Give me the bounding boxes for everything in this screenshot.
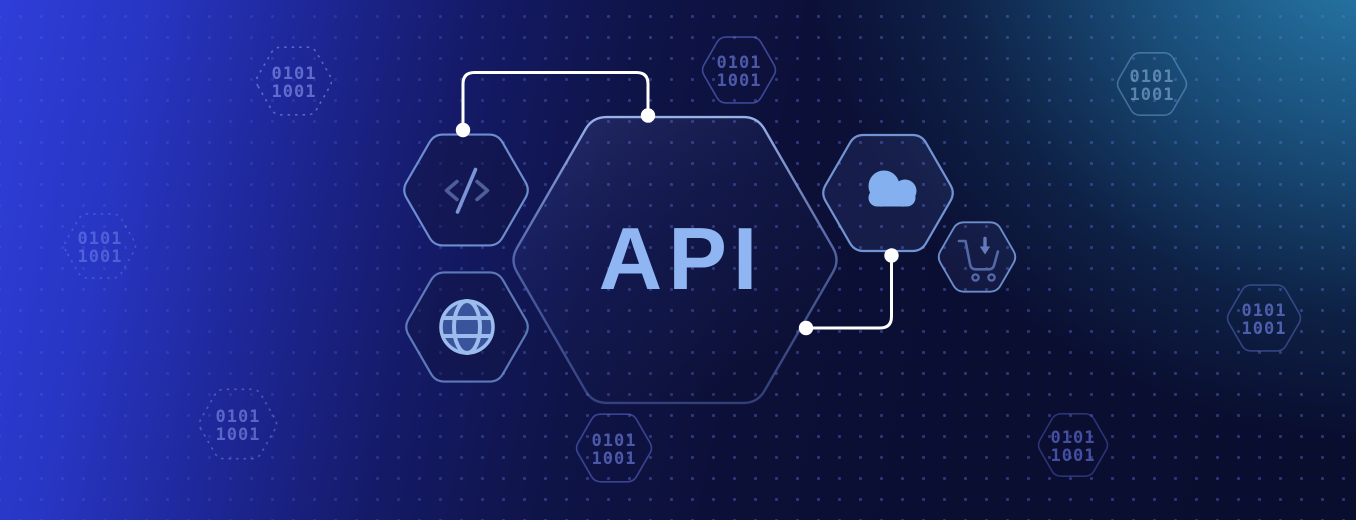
connector-line <box>461 71 650 133</box>
hexagon-outline <box>63 213 137 279</box>
connector-node-dot <box>640 108 656 123</box>
binary-text-line2: 1001 <box>717 71 762 91</box>
binary-text-line2: 1001 <box>216 425 261 445</box>
api-hexagon <box>512 115 838 405</box>
connector-node-dot <box>455 122 471 138</box>
cart-download-icon <box>957 236 1000 282</box>
binary-hexagon-top-right: 0101 1001 <box>1116 52 1188 116</box>
cart-wheel-right <box>987 273 996 282</box>
cloud-icon <box>868 170 917 207</box>
binary-text-line1: 0101 <box>1130 67 1175 87</box>
binary-text-line1: 0101 <box>216 407 261 427</box>
cloud-base <box>868 189 916 207</box>
hexagon-outline <box>198 388 278 460</box>
binary-text-line1: 0101 <box>1242 301 1287 321</box>
binary-hexagon-bottom-left: 0101 1001 <box>198 388 278 460</box>
binary-text-line2: 1001 <box>592 449 637 469</box>
globe-icon <box>439 299 495 355</box>
hexagon-outline <box>701 36 777 104</box>
connector-node-dot <box>798 320 814 336</box>
binary-hexagon-top-left: 0101 1001 <box>255 46 333 116</box>
connector-cloud-to-api <box>798 248 899 336</box>
binary-hexagon-left: 0101 1001 <box>63 213 137 279</box>
api-title: API <box>598 209 764 309</box>
binary-text-line1: 0101 <box>1051 428 1096 448</box>
binary-text-line1: 0101 <box>717 53 762 73</box>
binary-hexagon-bottom-center: 0101 1001 <box>575 413 653 483</box>
code-right-bracket <box>475 179 490 202</box>
binary-text-line1: 0101 <box>78 229 123 249</box>
binary-text-line2: 1001 <box>78 247 123 267</box>
binary-text-line2: 1001 <box>1242 319 1287 339</box>
binary-text-line2: 1001 <box>272 82 317 102</box>
code-icon <box>444 167 490 214</box>
hexagon-outline <box>1116 52 1188 116</box>
cart-wheel-left <box>971 273 980 282</box>
code-slash <box>455 167 478 214</box>
binary-hexagon-right: 0101 1001 <box>1226 284 1302 352</box>
code-left-bracket <box>444 179 459 202</box>
binary-text-line2: 1001 <box>1051 446 1096 466</box>
connector-node-dot <box>884 248 899 263</box>
globe-meridian <box>452 299 482 355</box>
binary-text-line1: 0101 <box>272 64 317 84</box>
hexagon-outline <box>255 46 333 116</box>
binary-hexagon-top-center: 0101 1001 <box>701 36 777 104</box>
hexagon-outline <box>575 413 653 483</box>
binary-text-line1: 0101 <box>592 431 637 451</box>
download-arrow-head <box>979 246 991 255</box>
cart-body <box>957 239 1000 271</box>
binary-hexagon-bottom-right: 0101 1001 <box>1037 413 1109 477</box>
hexagon-outline <box>1037 413 1109 477</box>
connector-line <box>805 254 893 330</box>
hexagon-outline <box>1226 284 1302 352</box>
connector-code-to-api <box>455 71 656 138</box>
globe-sphere <box>439 299 495 355</box>
cart-hexagon <box>937 221 1017 293</box>
binary-text-line2: 1001 <box>1130 85 1175 105</box>
